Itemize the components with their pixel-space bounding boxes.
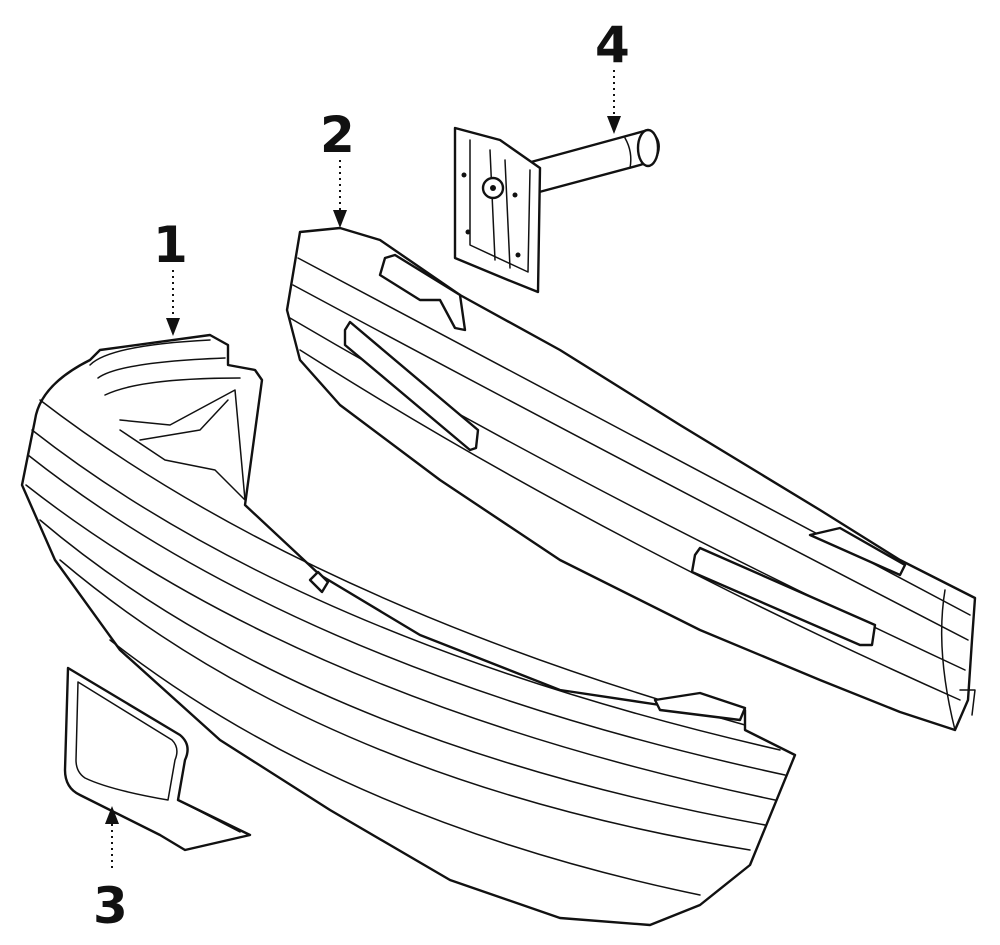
license-bracket-body xyxy=(63,666,252,852)
impact-bar-slot xyxy=(343,320,480,452)
callout-2: 2 xyxy=(320,106,355,164)
impact-bar-rib xyxy=(299,349,961,701)
impact-bar-flange xyxy=(808,526,907,577)
absorber-tube-end xyxy=(636,128,660,168)
impact-bar-slot xyxy=(690,546,877,647)
absorber-plate-rib xyxy=(489,149,511,269)
leader-arrow-3 xyxy=(105,806,119,824)
bumper-cover-rib xyxy=(59,559,751,851)
absorber-plate-edge xyxy=(469,139,531,273)
callout-4: 4 xyxy=(595,16,630,74)
bumper-cover-shell xyxy=(20,333,797,927)
impact-bar-flange xyxy=(378,253,467,332)
absorber-tube-collar xyxy=(624,137,632,169)
energy-absorber-part xyxy=(453,126,660,294)
leader-arrow-4 xyxy=(607,116,621,134)
impact-bar-part xyxy=(285,226,977,732)
bumper-cover-tab xyxy=(653,691,747,722)
bumper-cover-rib xyxy=(39,519,766,826)
bumper-cover-rib xyxy=(27,454,786,776)
bumper-cover-rib xyxy=(109,639,701,896)
license-bracket-part xyxy=(63,666,252,852)
bumper-cover-part xyxy=(20,333,797,927)
bumper-cover-inner xyxy=(119,389,246,501)
impact-bar-rib xyxy=(292,284,969,641)
bumper-cover-rib xyxy=(31,429,781,751)
callout-1: 1 xyxy=(153,216,188,274)
bumper-cover-inner xyxy=(139,399,229,441)
bumper-cover-rib xyxy=(25,484,776,801)
bumper-cover-rib xyxy=(39,399,746,726)
leader-arrow-2 xyxy=(333,210,347,228)
callout-3: 3 xyxy=(93,877,128,935)
bumper-cover-lip xyxy=(89,339,241,396)
leader-arrow-1 xyxy=(166,318,180,336)
license-bracket-flange xyxy=(177,799,241,833)
bumper-cover-tab xyxy=(308,570,330,594)
impact-bar-endcap xyxy=(959,689,976,716)
impact-bar-endcap xyxy=(940,589,956,731)
license-bracket-edge xyxy=(75,681,178,801)
absorber-mount-plate xyxy=(453,126,542,294)
